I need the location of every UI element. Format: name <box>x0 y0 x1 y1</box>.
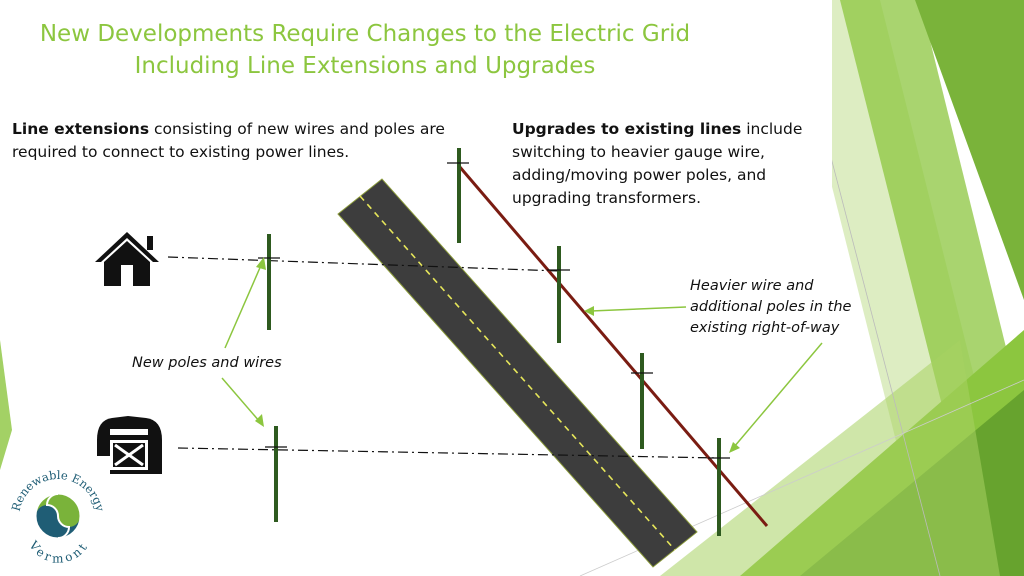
slide-title: New Developments Require Changes to the … <box>0 18 730 82</box>
arrow-new-poles-down <box>221 377 264 427</box>
title-line-2: Including Line Extensions and Upgrades <box>134 53 596 79</box>
arrow-new-poles-up <box>224 257 266 349</box>
existing-pole-3 <box>631 353 653 449</box>
arrow-heavier-wire <box>584 306 687 316</box>
logo-bottom-text: Vermont <box>26 538 89 566</box>
bg-left-sliver <box>0 340 12 470</box>
bg-green-band-dark <box>915 0 1024 300</box>
new-wire-barn <box>177 447 721 459</box>
existing-pole-2 <box>547 246 570 343</box>
upgrades-body: include switching to heavier gauge wire,… <box>512 120 803 207</box>
road-center-line <box>359 195 676 551</box>
callout-heavier-line-3: existing right-of-way <box>690 320 840 336</box>
existing-pole-4 <box>708 438 730 536</box>
line-extensions-heading: Line extensions <box>12 120 150 138</box>
new-pole-barn <box>265 426 287 522</box>
new-wire-house <box>167 256 560 272</box>
renewable-energy-vermont-logo: Renewable Energy Vermont <box>5 456 110 571</box>
callout-heavier-line-2: additional poles in the <box>690 299 852 315</box>
bg-white-panel-2 <box>0 112 832 212</box>
line-extensions-text: Line extensions consisting of new wires … <box>12 118 482 164</box>
bg-green-triangle-light <box>660 340 1000 576</box>
callout-heavier-wire: Heavier wire and additional poles in the… <box>690 276 890 339</box>
swirl-logo-icon: Renewable Energy Vermont <box>9 468 108 566</box>
barn-icon <box>97 416 162 474</box>
bg-white-panel <box>0 0 832 112</box>
arrow-additional-pole <box>729 342 823 453</box>
title-line-1: New Developments Require Changes to the … <box>39 21 691 47</box>
house-icon <box>95 232 159 286</box>
svg-text:Vermont: Vermont <box>26 538 92 566</box>
new-pole-house <box>258 234 280 330</box>
upgrades-heading: Upgrades to existing lines <box>512 120 742 138</box>
line-extensions-body: consisting of new wires and poles are re… <box>12 120 445 161</box>
upgrades-text: Upgrades to existing lines include switc… <box>512 118 832 210</box>
callout-new-poles: New poles and wires <box>132 355 282 371</box>
callout-heavier-line-1: Heavier wire and <box>690 278 814 294</box>
heavy-wire <box>457 165 769 527</box>
existing-pole-1 <box>447 148 469 243</box>
